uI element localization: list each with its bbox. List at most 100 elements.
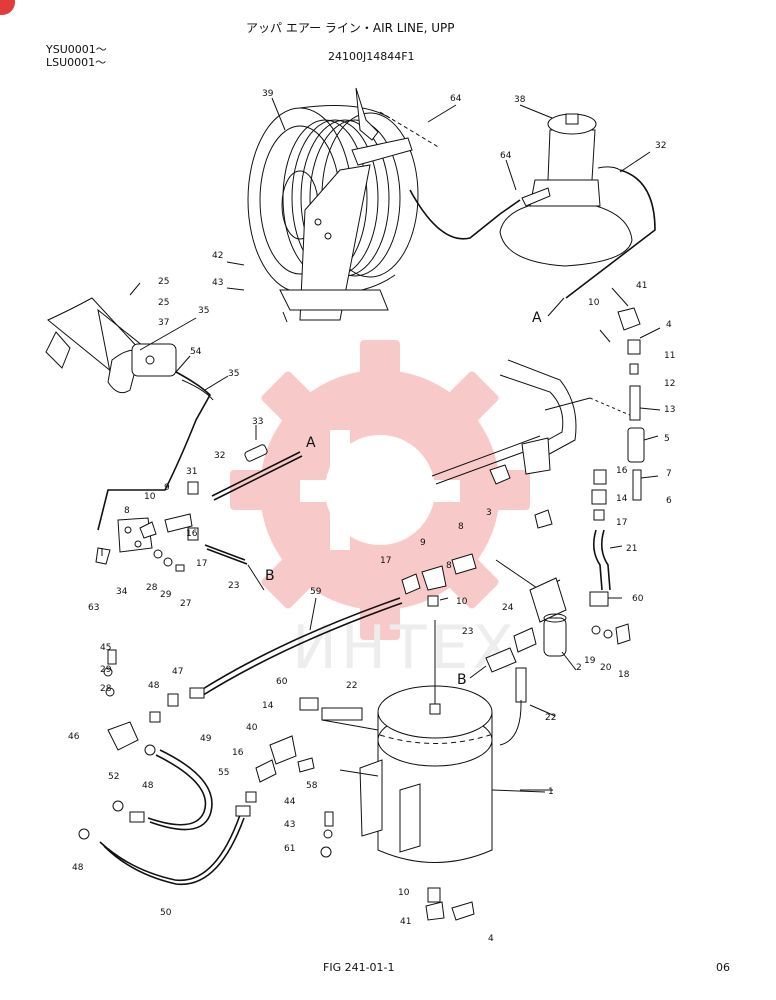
callout-5: 5 xyxy=(664,434,670,444)
callout-17: 17 xyxy=(196,559,207,569)
callout-16-c: 16 xyxy=(232,748,244,758)
callout-43: 43 xyxy=(212,278,223,288)
corner-badge xyxy=(0,0,15,15)
callout-32: 32 xyxy=(655,141,666,151)
center-fittings xyxy=(401,553,477,607)
callout-17-c: 17 xyxy=(380,556,391,566)
callout-9-b: 9 xyxy=(420,538,426,548)
callout-52: 52 xyxy=(108,772,119,782)
diagram-title: アッパ エアー ライン・AIR LINE, UPP xyxy=(246,21,455,35)
callout-7: 7 xyxy=(666,469,672,479)
callout-63: 63 xyxy=(88,603,99,613)
callout-16: 16 xyxy=(186,529,198,539)
bottom-fittings xyxy=(425,887,475,921)
callout-50: 50 xyxy=(160,908,172,918)
callout-32-b: 32 xyxy=(214,451,225,461)
pipe-harness xyxy=(431,329,633,591)
callout-49: 49 xyxy=(200,734,212,744)
callout-47: 47 xyxy=(172,667,183,677)
watermark-gear-icon xyxy=(230,340,530,640)
callout-18: 18 xyxy=(618,670,630,680)
callout-60-b: 60 xyxy=(276,677,288,687)
watermark-text: ИНТЕХ xyxy=(292,613,518,683)
page-number: 06 xyxy=(716,961,730,974)
callout-9: 9 xyxy=(164,483,170,493)
callout-41: 41 xyxy=(636,281,647,291)
drawing-number: 24100J14844F1 xyxy=(328,50,415,63)
callout-25-b: 25 xyxy=(158,298,169,308)
callout-2: 2 xyxy=(576,663,582,673)
connection-marker-b-left: B xyxy=(265,568,275,584)
figure-reference: FIG 241-01-1 xyxy=(323,961,395,974)
part-callouts: 39 64 38 32 64 42 43 25 25 35 37 54 35 3… xyxy=(68,89,675,944)
callout-23: 23 xyxy=(228,581,239,591)
callout-28: 28 xyxy=(146,583,158,593)
marker-a-right-leader xyxy=(547,297,565,317)
callout-38: 38 xyxy=(514,95,526,105)
unloader-valve xyxy=(485,577,631,703)
small-fittings-left xyxy=(139,481,248,572)
callout-34: 34 xyxy=(116,587,128,597)
callout-35: 35 xyxy=(198,306,209,316)
callout-37: 37 xyxy=(158,318,169,328)
serial-range-2: LSU0001〜 xyxy=(46,56,107,69)
callout-10-c: 10 xyxy=(456,597,468,607)
callout-28-b: 28 xyxy=(100,684,112,694)
callout-41-b: 41 xyxy=(400,917,411,927)
callout-12: 12 xyxy=(664,379,675,389)
connection-marker-a-left: A xyxy=(306,435,316,451)
air-receiver-tank xyxy=(321,620,546,863)
callout-44: 44 xyxy=(284,797,296,807)
callout-25: 25 xyxy=(158,277,169,287)
callout-42: 42 xyxy=(212,251,223,261)
callout-19: 19 xyxy=(584,656,596,666)
callout-64-b: 64 xyxy=(500,151,512,161)
connection-marker-b-center: B xyxy=(457,672,467,688)
callout-1: 1 xyxy=(548,787,554,797)
callout-11: 11 xyxy=(664,351,675,361)
callout-61: 61 xyxy=(284,844,295,854)
callout-21: 21 xyxy=(626,544,637,554)
callout-31: 31 xyxy=(186,467,197,477)
callout-35-b: 35 xyxy=(228,369,239,379)
callout-29-b: 29 xyxy=(100,665,112,675)
leader-lines xyxy=(101,97,661,791)
callout-29: 29 xyxy=(160,590,172,600)
callout-55: 55 xyxy=(218,768,229,778)
callout-3: 3 xyxy=(486,508,492,518)
callout-60: 60 xyxy=(632,594,644,604)
callout-13: 13 xyxy=(664,405,675,415)
callout-14: 14 xyxy=(616,494,628,504)
right-valve-stack xyxy=(591,307,645,591)
callout-59: 59 xyxy=(310,587,322,597)
callout-4: 4 xyxy=(666,320,672,330)
callout-10-d: 10 xyxy=(398,888,410,898)
callout-22-b: 22 xyxy=(346,681,357,691)
callout-22: 22 xyxy=(545,713,556,723)
mounting-bracket xyxy=(95,517,153,565)
watermark-gear-logo: ИНТЕХ xyxy=(230,340,530,683)
callout-10-b: 10 xyxy=(588,298,600,308)
callout-48-b: 48 xyxy=(142,781,154,791)
connection-marker-a-right: A xyxy=(532,310,542,326)
callout-8-b: 8 xyxy=(458,522,464,532)
air-horn xyxy=(45,297,214,531)
callout-16-b: 16 xyxy=(616,466,628,476)
callout-64: 64 xyxy=(450,94,462,104)
callout-17-b: 17 xyxy=(616,518,627,528)
callout-48: 48 xyxy=(148,681,160,691)
hose-59 xyxy=(189,597,403,699)
callout-54: 54 xyxy=(190,347,202,357)
callout-27: 27 xyxy=(180,599,191,609)
serial-range-1: YSU0001〜 xyxy=(46,43,107,56)
callout-23-b: 23 xyxy=(462,627,473,637)
hose-32 xyxy=(211,444,303,501)
callout-4-b: 4 xyxy=(488,934,494,944)
marker-b-center-leader xyxy=(469,665,487,679)
hose-reel xyxy=(247,87,521,323)
callout-6: 6 xyxy=(666,496,672,506)
callout-43-b: 43 xyxy=(284,820,295,830)
lower-left-fittings xyxy=(78,649,363,858)
